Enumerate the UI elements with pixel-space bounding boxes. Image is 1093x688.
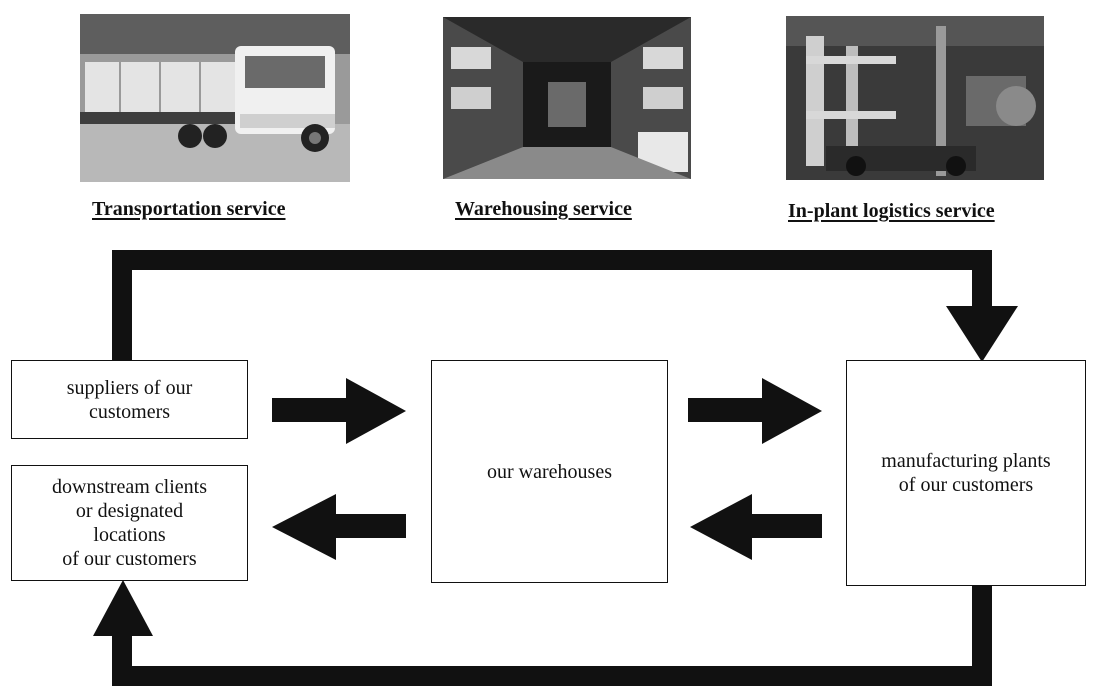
bottom-loop-arrowhead: [93, 580, 153, 636]
service-caption-in-plant: In-plant logistics service: [788, 200, 995, 222]
plants-label: manufacturing plants of our customers: [881, 450, 1051, 496]
truck-photo: [80, 14, 350, 182]
downstream-box: downstream clients or designated locatio…: [11, 465, 248, 581]
warehouses-box: our warehouses: [431, 360, 668, 583]
top-loop-line: [112, 250, 992, 360]
downstream-label: downstream clients or designated locatio…: [52, 476, 207, 570]
service-caption-warehousing: Warehousing service: [455, 198, 632, 220]
suppliers-box: suppliers of our customers: [11, 360, 248, 439]
arrow-plants-to-warehouses: [690, 494, 752, 560]
bottom-loop-line: [112, 586, 992, 686]
forklift-photo: [786, 16, 1044, 180]
warehouse-photo: [443, 17, 691, 179]
arrow-suppliers-to-warehouses: [346, 378, 406, 444]
warehouses-label: our warehouses: [487, 460, 612, 483]
top-loop-arrowhead: [946, 306, 1018, 362]
suppliers-label: suppliers of our customers: [66, 376, 193, 423]
arrow-warehouses-to-downstream: [272, 494, 336, 560]
service-caption-transportation: Transportation service: [92, 198, 286, 220]
plants-box: manufacturing plants of our customers: [846, 360, 1086, 586]
arrow-warehouses-to-plants: [762, 378, 822, 444]
